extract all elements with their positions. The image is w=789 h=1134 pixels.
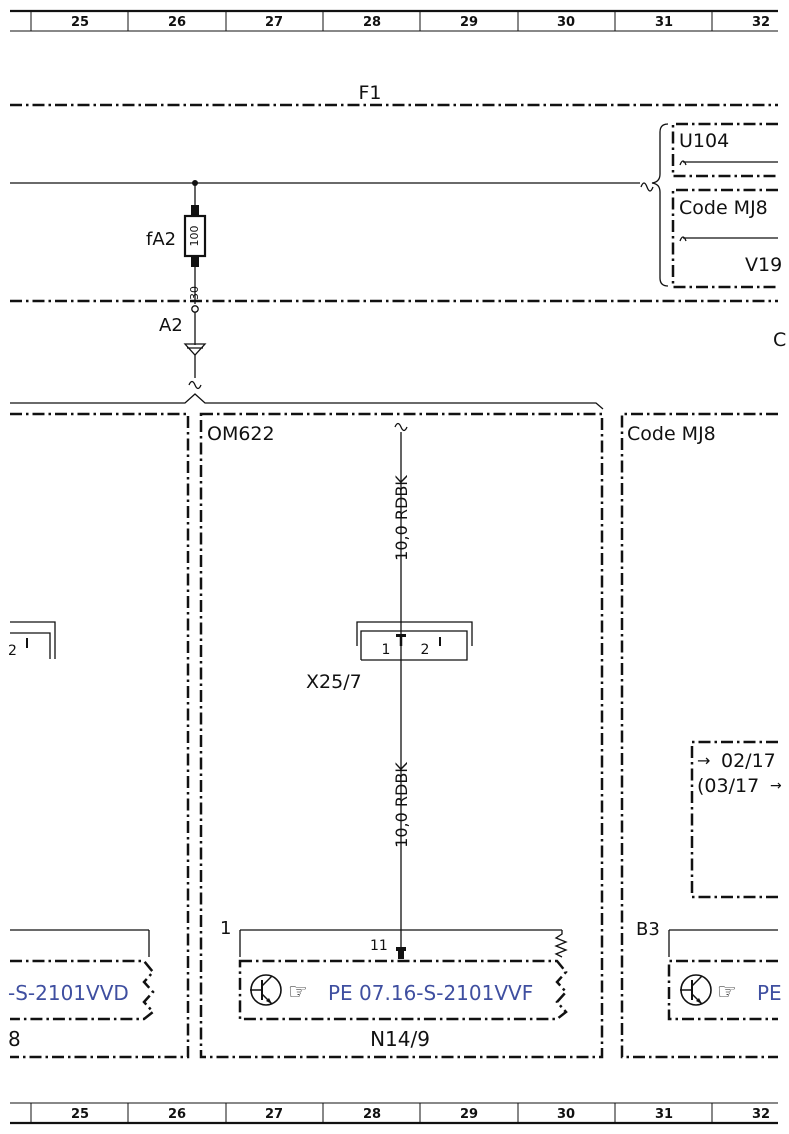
grid-col-30: 30 (557, 15, 575, 30)
c-partial-label: C (773, 329, 786, 351)
bottom-grid-bar: 25 26 27 28 29 30 31 32 (10, 1102, 778, 1125)
top-grid-bar: 25 26 27 28 29 30 31 32 (10, 9, 778, 32)
code-mj8-right-label: Code MJ8 (627, 423, 716, 445)
om622-label: OM622 (207, 423, 275, 445)
connector-label: X25/7 (306, 671, 362, 693)
transistor-icon-right (680, 974, 712, 1006)
left-region: 2 -S-2101VVD 8 (8, 412, 190, 1059)
grid-col-29: 29 (460, 15, 478, 30)
connector-pin-2: 2 (421, 642, 430, 658)
node-1-label: 1 (220, 918, 231, 939)
code-mj8-right-region: Code MJ8 → 02/17 (03/17 → B3 ☞ PE (620, 412, 782, 1059)
b3-label: B3 (636, 919, 660, 940)
grid-col-32-bottom: 32 (752, 1107, 770, 1122)
left-pin-2: 2 (8, 643, 17, 659)
grid-col-29-bottom: 29 (460, 1107, 478, 1122)
fuse-label: fA2 (146, 229, 176, 250)
left-region-label: 8 (8, 1027, 21, 1051)
grid-col-31-bottom: 31 (655, 1107, 673, 1122)
grid-col-27-bottom: 27 (265, 1107, 283, 1122)
grid-col-26: 26 (168, 15, 186, 30)
code-mj8-top-label: Code MJ8 (679, 197, 768, 219)
v19-label: V19 (745, 254, 782, 276)
transistor-icon (250, 974, 282, 1006)
grid-col-32: 32 (752, 15, 770, 30)
pointing-hand-icon: ☞ (288, 980, 308, 1005)
u104-box: U104 (671, 122, 778, 178)
date-box: → 02/17 (03/17 → (690, 740, 782, 899)
grid-col-28: 28 (363, 15, 381, 30)
u104-label: U104 (679, 130, 729, 152)
grid-col-28-bottom: 28 (363, 1107, 381, 1122)
grid-col-25-bottom: 25 (71, 1107, 89, 1122)
continuation-mark (640, 182, 654, 192)
fuse-rating: 100 (188, 226, 201, 247)
wire-label-lower: 10,0 RDBK (392, 762, 411, 848)
harness-bracket (10, 393, 604, 410)
option-brace (651, 123, 669, 287)
grid-col-31: 31 (655, 15, 673, 30)
ref-link-right[interactable]: PE (757, 981, 782, 1005)
a2-connection: A2 C (159, 312, 786, 390)
grid-col-26-bottom: 26 (168, 1107, 186, 1122)
terminal-30: 30 (188, 286, 201, 300)
a2-label: A2 (159, 315, 183, 336)
grid-col-27: 27 (265, 15, 283, 30)
arrow-icon-2: → (770, 778, 782, 794)
f1-label: F1 (358, 82, 381, 104)
connector-pin-1: 1 (382, 642, 391, 658)
f1-region: F1 (10, 82, 778, 303)
connector-x25-7: 1 2 X25/7 (306, 621, 473, 693)
wire-label-upper: 10,0 RDBK (392, 475, 411, 561)
date-label-2: (03/17 (697, 775, 759, 797)
code-mj8-top-box: Code MJ8 V19 (671, 188, 782, 289)
fuse-fa2: 100 fA2 30 (146, 183, 207, 313)
module-label: N14/9 (370, 1027, 430, 1051)
date-label-1: 02/17 (721, 750, 776, 772)
module-n14-9: 1 11 ☞ PE 07.16-S-2101VVF N14/9 (220, 918, 568, 1051)
arrow-icon: → (697, 751, 710, 770)
grid-col-25: 25 (71, 15, 89, 30)
om622-region: OM622 10,0 RDBK 1 2 X25/7 10,0 RDBK 1 11 (199, 412, 604, 1059)
ref-link-left[interactable]: -S-2101VVD (8, 981, 129, 1005)
grid-col-30-bottom: 30 (557, 1107, 575, 1122)
pin-11-label: 11 (370, 938, 388, 954)
ref-link-center[interactable]: PE 07.16-S-2101VVF (328, 981, 533, 1005)
pointing-hand-icon-right: ☞ (717, 980, 737, 1005)
